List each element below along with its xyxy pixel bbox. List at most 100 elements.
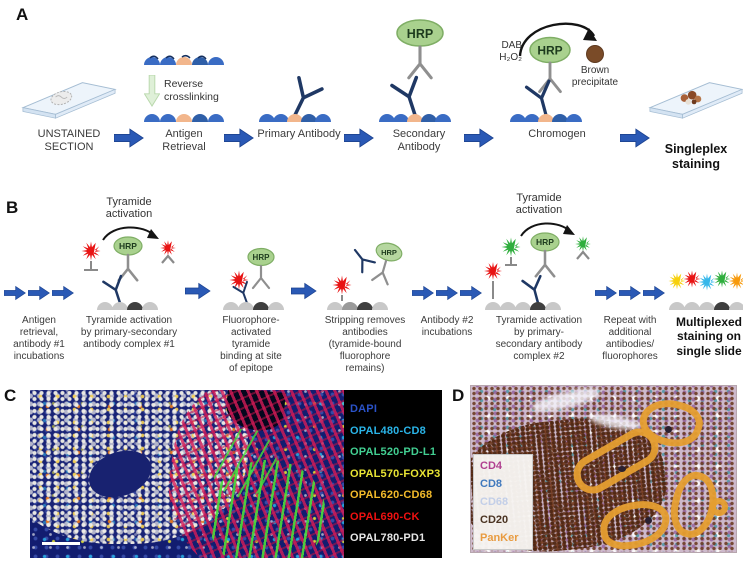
unstained-slide-icon	[21, 82, 117, 119]
arrow-icon	[343, 128, 374, 148]
step-label: Fluorophore- activated tyramide binding …	[220, 315, 282, 374]
arrow-icon	[595, 286, 617, 300]
arrow-icon	[4, 286, 26, 300]
nucleus-dot	[618, 466, 626, 472]
arrow-icon	[223, 128, 254, 148]
hrp-label: HRP	[537, 44, 562, 58]
hrp-label: HRP	[119, 241, 137, 251]
step-label: Antibody #2 incubations	[420, 315, 474, 338]
dab-label: DAB H₂O₂	[499, 40, 522, 63]
step-repeat: Repeat with additional antibodies/ fluor…	[595, 192, 665, 363]
arrow-icon	[460, 286, 482, 300]
fluorophore-tyramide-icon: HRP	[223, 247, 284, 310]
flow-arrow	[185, 192, 211, 310]
legend-item-opal780-pd1: OPAL780-PD1	[350, 532, 426, 544]
legend-item-cd4: CD4	[480, 460, 503, 472]
step-chromogen: HRP DAB H₂O₂ Brown precipitate Chromogen	[494, 8, 620, 141]
legend-item-panker: PanKer	[480, 532, 519, 544]
step-label: Multiplexed staining on single slide	[675, 315, 742, 358]
step-label: Secondary Antibody	[392, 128, 446, 154]
flow-arrow	[463, 127, 494, 154]
arrow-icon	[291, 283, 317, 299]
step-label: UNSTAINED SECTION	[37, 128, 101, 154]
step-antibody-2-incubations: Antibody #2 incubations	[412, 192, 482, 339]
arrow-icon	[185, 283, 211, 299]
step-antigen-retrieval-ab1: Antigen retrieval, antibody #1 incubatio…	[4, 192, 74, 363]
stripping-icon: HRP	[327, 242, 403, 310]
legend-item-opal570-foxp3: OPAL570-FOXP3	[350, 467, 441, 480]
legend-item-opal620-cd68: OPAL620-CD68	[350, 489, 433, 501]
panel-c-label: C	[4, 386, 17, 405]
tyramide-activation-caption: Tyramide activation	[515, 192, 563, 216]
step-unstained-section: UNSTAINED SECTION	[21, 8, 117, 154]
step-tyramide-activation-1: Tyramide activation HRP Tyramide activat…	[73, 192, 185, 351]
hrp-label: HRP	[536, 237, 554, 247]
nucleus-dot	[645, 517, 652, 524]
flow-arrow	[343, 127, 374, 154]
step-label: Chromogen	[528, 128, 586, 140]
triple-arrow	[595, 285, 665, 301]
multiplexed-fluorophores-icon	[668, 270, 743, 310]
step-fluorophore-binding: HRP Fluorophore- activated tyramide bind…	[211, 192, 291, 375]
step-multiplexed-staining: Multiplexed staining on single slide	[663, 192, 743, 358]
hrp-label: HRP	[407, 27, 433, 41]
fluorescence-micrograph	[30, 390, 344, 558]
panel-a-workflow: UNSTAINED SECTION Reverse crosslinking	[21, 8, 743, 172]
arrow-icon	[52, 286, 74, 300]
legend-item-cd68: CD68	[480, 496, 509, 508]
step-label: Tyramide activation by primary- secondar…	[495, 315, 583, 362]
step-primary-antibody: Primary Antibody	[254, 8, 344, 141]
hrp-label: HRP	[253, 253, 271, 262]
flow-arrow	[113, 127, 144, 154]
arrow-icon	[463, 128, 494, 148]
reverse-crosslinking-arrow-icon	[144, 75, 160, 107]
panel-a-label: A	[16, 5, 29, 24]
legend-item-dapi: DAPI	[350, 403, 378, 415]
arrow-icon	[412, 286, 434, 300]
panel-d-label: D	[452, 386, 465, 405]
primary-antibody-icon	[259, 75, 331, 122]
step-label: Primary Antibody	[257, 128, 341, 140]
chromogen-icon: HRP DAB H₂O₂ Brown precipitate	[494, 8, 620, 122]
retrieved-epitopes-icon	[144, 114, 224, 122]
triple-arrow	[4, 285, 74, 301]
panker-gland-ring	[710, 498, 728, 516]
step-secondary-antibody: HRP Secondary Antibody	[374, 8, 464, 154]
ihc-legend: CD4 CD8 CD68 CD20 PanKer	[473, 454, 533, 550]
reverse-crosslinking-label: Reverse crosslinking	[164, 78, 219, 103]
arrow-icon	[619, 128, 650, 148]
step-tyramide-activation-2: Tyramide activation HRP Tyramide activat…	[481, 192, 597, 363]
legend-item-cd20: CD20	[480, 514, 509, 526]
tyramide-activation-caption: Tyramide activation	[105, 196, 153, 220]
triple-arrow	[412, 285, 482, 301]
legend-item-opal520-pdl1: OPAL520-PD-L1	[350, 446, 437, 458]
nucleus-dot	[665, 426, 672, 433]
antigen-retrieval-icon: Reverse crosslinking	[144, 52, 224, 122]
step-label: Antigen retrieval, antibody #1 incubatio…	[13, 315, 65, 362]
step-singleplex-staining: Singleplex staining	[648, 8, 743, 172]
tyramide-activation-1-icon: HRP	[81, 226, 176, 310]
arrow-icon	[28, 286, 50, 300]
step-label: Singleplex staining	[664, 142, 728, 171]
step-label: Tyramide activation by primary-secondary…	[80, 315, 178, 350]
arrow-icon	[619, 286, 641, 300]
step-label: Stripping removes antibodies (tyramide-b…	[324, 315, 406, 374]
legend-item-opal480-cd8: OPAL480-CD8	[350, 424, 426, 437]
panel-c-image: DAPI OPAL480-CD8 OPAL520-PD-L1 OPAL570-F…	[30, 390, 442, 558]
arrow-icon	[113, 128, 144, 148]
secondary-antibody-hrp-icon: HRP	[379, 19, 451, 122]
step-label: Repeat with additional antibodies/ fluor…	[602, 315, 658, 362]
legend-item-opal690-ck: OPAL690-CK	[350, 510, 420, 523]
legend-item-cd8: CD8	[480, 478, 503, 490]
step-label: Antigen Retrieval	[162, 128, 206, 154]
fluorescence-legend: DAPI OPAL480-CD8 OPAL520-PD-L1 OPAL570-F…	[350, 403, 440, 544]
flow-arrow	[619, 127, 650, 154]
chromogen-reaction-icon: HRP	[510, 22, 604, 122]
panel-b-workflow: Antigen retrieval, antibody #1 incubatio…	[4, 192, 743, 384]
step-antigen-retrieval: Reverse crosslinking Antigen Retrieval	[144, 8, 224, 154]
tyramide-activation-2-icon: HRP	[484, 222, 591, 310]
step-stripping: HRP Stripping removes antibodies (tyrami…	[317, 192, 413, 375]
crosslinked-epitopes-icon	[144, 54, 224, 65]
arrow-icon	[643, 286, 665, 300]
